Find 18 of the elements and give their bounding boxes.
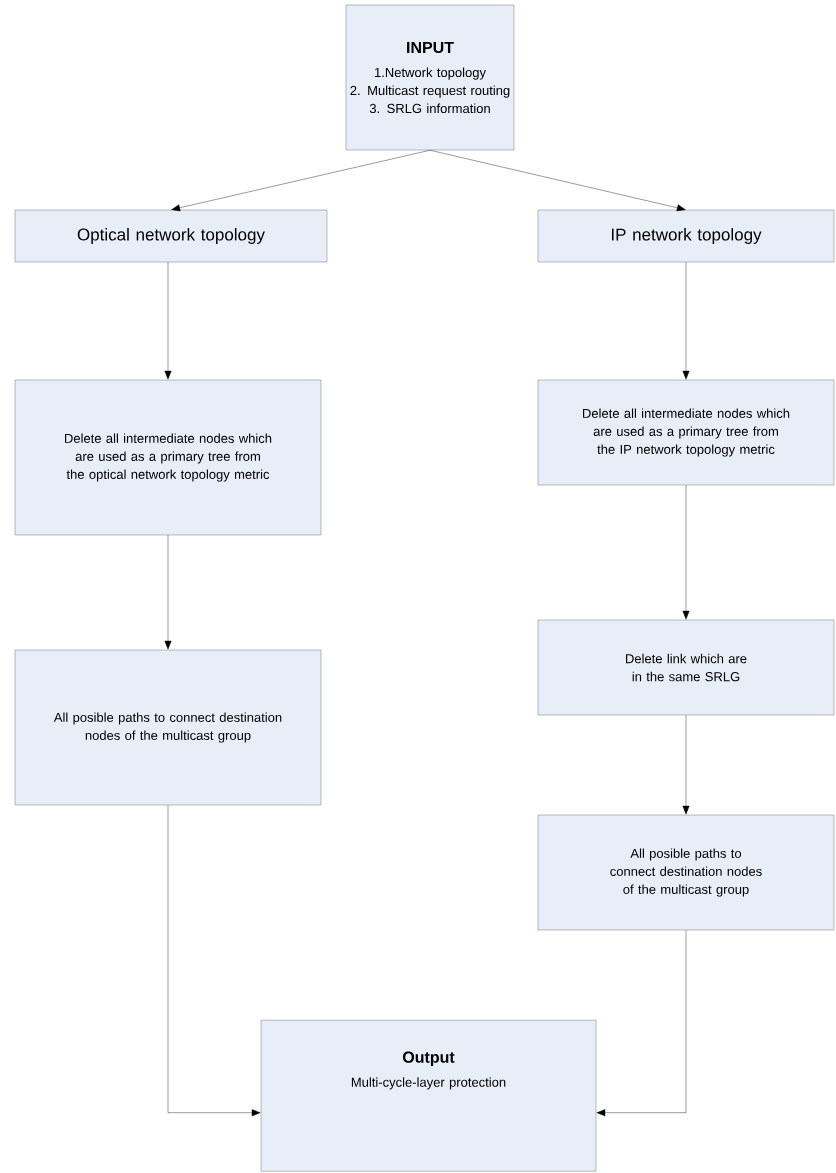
process-box: IP network topology — [537, 209, 835, 263]
process-box: Delete link which are in the same SRLG — [537, 619, 835, 716]
arrow — [682, 715, 690, 815]
arrow — [164, 262, 172, 380]
input-box: INPUT 1.Network topology 2. Multicast request routing 3. SRLG information — [345, 4, 515, 151]
arrow — [171, 150, 431, 212]
process-box: Delete all intermediate nodes which are used as a primary tree from the optical network topology metric — [14, 379, 322, 536]
arrow — [596, 930, 687, 1117]
arrow — [682, 262, 690, 380]
process-box: All posible paths to connect destination nodes of the multicast group — [537, 814, 835, 931]
process-box: Delete all intermediate nodes which are used as a primary tree from the IP network topology metric — [537, 379, 835, 486]
arrow — [164, 535, 172, 650]
arrow — [429, 150, 686, 212]
process-box: All posible paths to connect destination nodes of the multicast group — [14, 649, 322, 806]
arrow — [167, 805, 261, 1117]
arrow — [682, 485, 690, 620]
process-box: Optical network topology — [14, 209, 328, 263]
output-box: Output Multi-cycle-layer protection — [260, 1020, 597, 1172]
